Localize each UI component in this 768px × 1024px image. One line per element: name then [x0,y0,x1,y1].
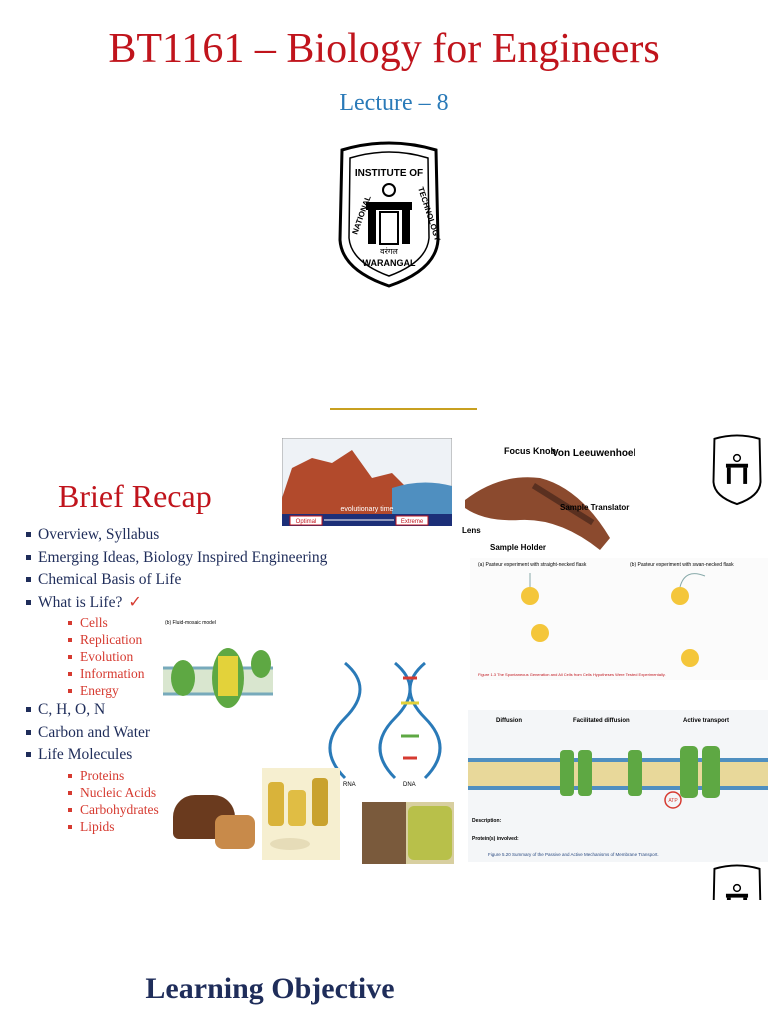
sub-item: Nucleic Acids [66,784,327,801]
svg-text:Lens: Lens [462,526,481,535]
sub-item: Cells [66,614,327,631]
membrane-model-figure: (b) Fluid-mosaic model Cell interior [163,620,273,718]
svg-text:Facilitated diffusion: Facilitated diffusion [573,718,630,724]
svg-text:Cell interior: Cell interior [203,712,229,718]
lecture-number: Lecture – 8 [339,90,449,116]
svg-text:Figure 5.20 Summary of the Pas: Figure 5.20 Summary of the Passive and A… [488,852,659,857]
svg-text:वरंगल: वरंगल [380,247,398,256]
svg-text:RNA: RNA [343,782,356,788]
oil-bottles-image [262,768,340,860]
nuts-seeds-image [362,802,454,864]
svg-text:Active transport: Active transport [683,718,729,724]
sub-item: Lipids [66,818,327,835]
svg-text:DNA: DNA [403,782,416,788]
list-item: What is Life?✓ Cells Replication Evoluti… [24,592,327,700]
sub-item: Energy [66,682,327,699]
recap-list: Overview, Syllabus Emerging Ideas, Biolo… [24,524,327,835]
list-item: C, H, O, N [24,699,327,722]
dna-structure-figure: RNA DNA [328,661,442,788]
bread-image [165,785,260,855]
institute-logo-small [712,864,762,900]
svg-text:(b) Fluid-mosaic model: (b) Fluid-mosaic model [165,620,216,626]
list-item: Overview, Syllabus [24,524,327,547]
sub-item: Replication [66,631,327,648]
sub-item: Information [66,665,327,682]
title-slide: BT1161 – Biology for Engineers Lecture –… [0,0,768,430]
svg-text:Sample Holder: Sample Holder [490,543,546,552]
sub-item: Evolution [66,648,327,665]
svg-text:Diffusion: Diffusion [496,718,522,724]
svg-text:Optimal: Optimal [296,519,317,525]
pasteur-experiment-figure: (a) Pasteur experiment with straight-nec… [470,558,768,680]
svg-text:Sample Translator: Sample Translator [560,503,629,512]
svg-text:(a) Pasteur experiment with st: (a) Pasteur experiment with straight-nec… [478,562,587,568]
list-item: Life Molecules Proteins Nucleic Acids Ca… [24,744,327,835]
svg-text:ATP: ATP [668,798,678,804]
svg-text:Extreme: Extreme [401,519,424,525]
svg-text:INSTITUTE OF: INSTITUTE OF [355,168,423,179]
checkmark-icon: ✓ [128,593,142,611]
microscope-figure: Von Leeuwenhoek Microscope (circa Late 1… [462,446,635,552]
svg-text:Von Leeuwenhoek Microscope (ci: Von Leeuwenhoek Microscope (circa Late 1… [552,448,635,459]
svg-text:WARANGAL: WARANGAL [363,258,416,268]
svg-text:Figure 1.3 The Spontaneous Gen: Figure 1.3 The Spontaneous Generation an… [478,672,666,677]
list-item: Carbon and Water [24,722,327,745]
learning-objective-slide: Learning Objective [0,900,768,1024]
recap-slide: Brief Recap Overview, Syllabus Emerging … [0,430,768,900]
membrane-transport-figure: Diffusion Facilitated diffusion Active t… [468,710,768,862]
svg-text:Focus Knob: Focus Knob [504,446,556,456]
sub-item: Carbohydrates [66,801,327,818]
list-item: Chemical Basis of Life [24,569,327,592]
institute-logo: INSTITUTE OF NATIONAL TECHNOLOGY वरंगल W… [338,141,442,288]
svg-text:Description:: Description: [472,818,502,824]
list-item: Emerging Ideas, Biology Inspired Enginee… [24,547,327,570]
evolution-landscape-figure: Optimal evolutionary time Extreme [282,438,452,526]
course-title: BT1161 – Biology for Engineers [108,26,660,72]
svg-text:(b) Pasteur experiment with sw: (b) Pasteur experiment with swan-necked … [630,562,734,568]
sub-item: Proteins [66,767,327,784]
svg-text:Protein(s) involved:: Protein(s) involved: [472,836,519,842]
institute-logo-small [712,434,762,506]
recap-heading: Brief Recap [58,478,212,514]
learning-objective-heading: Learning Objective [145,972,395,1005]
title-divider [330,408,477,410]
svg-text:evolutionary time: evolutionary time [341,506,394,513]
